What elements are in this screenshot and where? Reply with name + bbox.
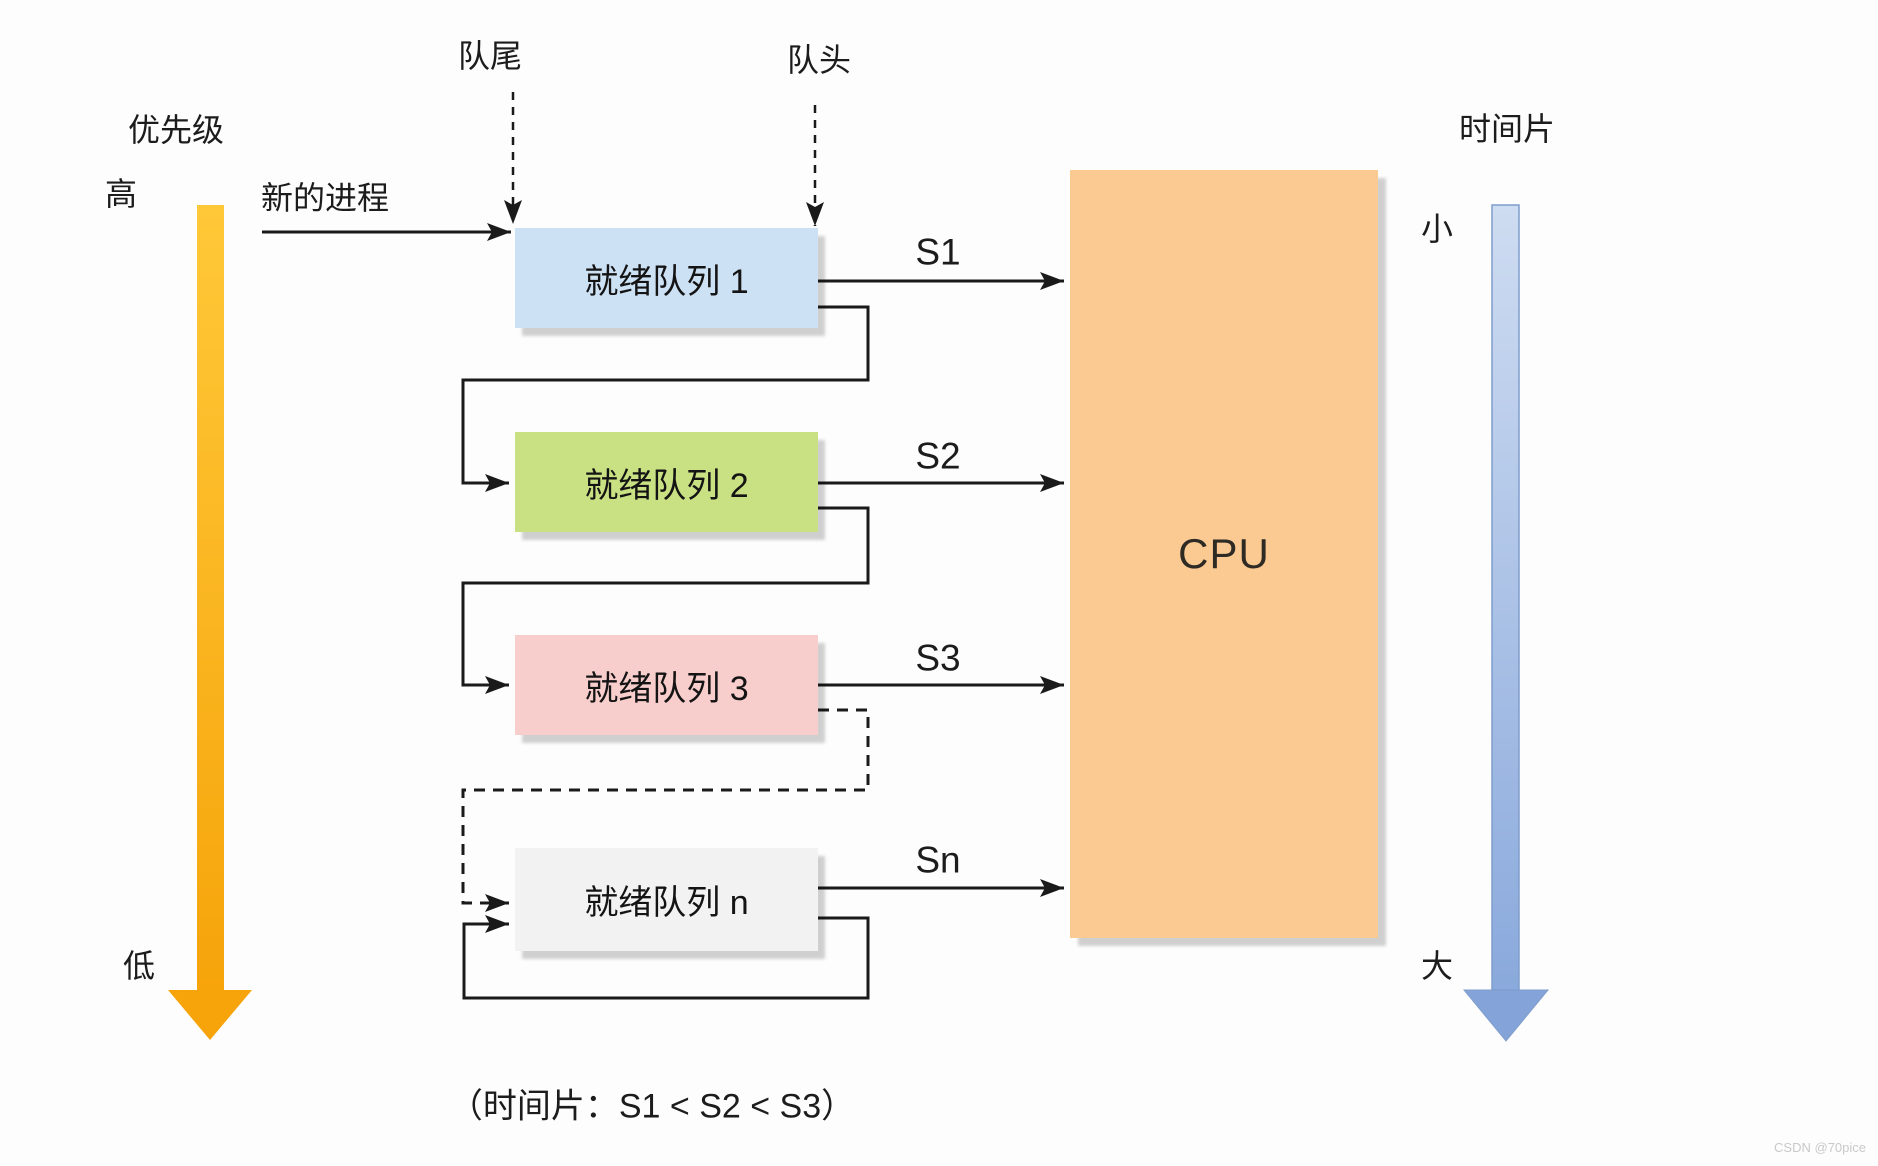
s3-label: S3 xyxy=(915,637,961,679)
ready-queue-2-box: 就绪队列 2 xyxy=(515,432,818,532)
s2-label: S2 xyxy=(915,435,961,477)
feedback-q3-to-qn-dashed xyxy=(461,708,870,912)
new-process-label: 新的进程 xyxy=(260,180,390,216)
time-slice-label: 时间片 xyxy=(1458,111,1556,147)
queue-tail-label: 队尾 xyxy=(457,38,523,74)
time-slice-arrow xyxy=(1462,204,1550,1042)
priority-arrow xyxy=(168,205,252,1040)
cpu-box: CPU xyxy=(1070,170,1378,938)
ready-queue-3-box: 就绪队列 3 xyxy=(515,635,818,735)
time-slice-caption: （时间片：S1 < S2 < S3） xyxy=(448,1087,856,1126)
time-slice-small-label: 小 xyxy=(1420,211,1454,247)
feedback-q2-to-q3 xyxy=(461,506,870,694)
s1-label: S1 xyxy=(915,231,961,273)
queue-head-label: 队头 xyxy=(786,42,852,78)
time-slice-large-label: 大 xyxy=(1420,948,1454,984)
ready-queue-n-box: 就绪队列 n xyxy=(515,848,818,951)
watermark: CSDN @70pice xyxy=(1774,1140,1866,1155)
priority-high-label: 高 xyxy=(104,176,138,212)
priority-label: 优先级 xyxy=(127,112,225,148)
priority-low-label: 低 xyxy=(122,948,156,984)
ready-queue-1-box: 就绪队列 1 xyxy=(515,228,818,328)
qn-self-loop xyxy=(462,915,870,1000)
sn-label: Sn xyxy=(915,839,961,881)
feedback-q1-to-q2 xyxy=(461,305,870,492)
